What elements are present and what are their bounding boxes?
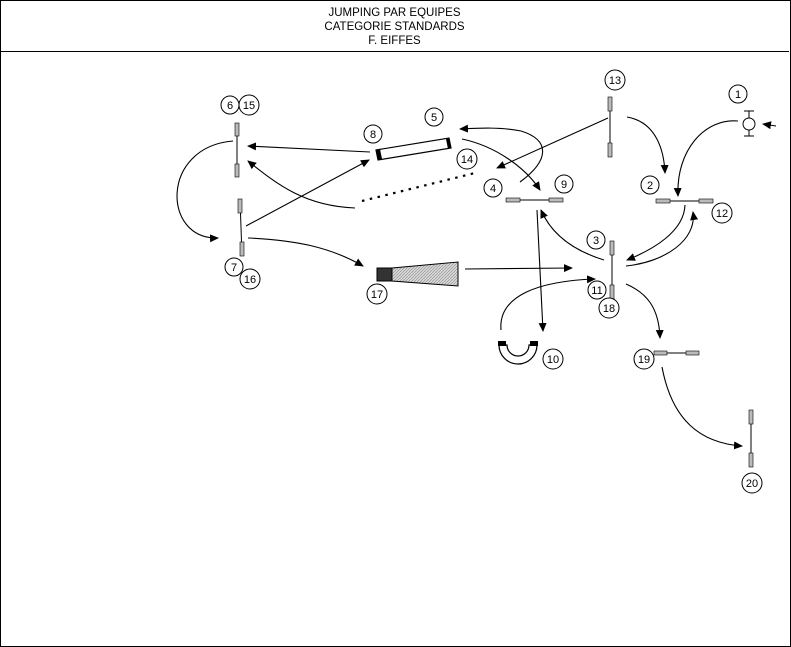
path-arrow <box>625 211 699 267</box>
path-arrow <box>459 124 544 183</box>
svg-text:10: 10 <box>547 354 559 366</box>
obstacle-20-fence <box>748 409 754 468</box>
number-label-10: 10 <box>542 348 564 370</box>
obstacle-1-start <box>742 110 756 137</box>
number-label-6: 6 <box>220 95 240 115</box>
svg-text:11: 11 <box>591 285 602 297</box>
number-label-15: 15 <box>238 94 260 116</box>
svg-text:19: 19 <box>638 354 650 366</box>
path-arrow <box>540 209 605 261</box>
number-label-20: 20 <box>741 472 763 494</box>
number-label-5: 5 <box>424 107 444 127</box>
number-label-4: 4 <box>483 178 503 198</box>
svg-text:17: 17 <box>371 289 383 301</box>
obstacle-17-tunnel <box>376 261 459 287</box>
path-arrow <box>626 116 669 174</box>
obstacle-10-curve <box>498 341 538 365</box>
svg-text:6: 6 <box>227 100 233 112</box>
header-judge: F. EIFFES <box>368 35 421 47</box>
path-arrow <box>625 283 664 339</box>
path-arrow <box>762 121 777 130</box>
number-label-3: 3 <box>586 230 606 250</box>
path-arrow <box>247 237 364 267</box>
obstacle-6-15-fence <box>234 122 240 178</box>
svg-text:7: 7 <box>231 262 237 274</box>
course-header: JUMPING PAR EQUIPES CATEGORIE STANDARDS … <box>0 0 789 52</box>
svg-text:9: 9 <box>561 179 567 191</box>
obstacle-3-11-18-fence <box>609 240 615 300</box>
obstacle-4-9-fence <box>505 197 564 203</box>
svg-text:2: 2 <box>647 180 653 192</box>
obstacle-7-16-fence <box>237 198 245 257</box>
path-arrow <box>247 160 356 209</box>
obstacle-13-fence <box>607 96 613 158</box>
svg-text:15: 15 <box>243 100 255 112</box>
svg-text:20: 20 <box>746 478 758 490</box>
svg-text:3: 3 <box>593 235 599 247</box>
obstacle-2-12-fence <box>655 198 714 204</box>
path-arrow <box>536 209 547 332</box>
path-arrow <box>626 204 686 261</box>
header-category: CATEGORIE STANDARDS <box>324 21 465 33</box>
svg-text:16: 16 <box>244 274 256 286</box>
svg-text:13: 13 <box>609 75 621 87</box>
svg-text:1: 1 <box>735 89 741 101</box>
number-label-2: 2 <box>640 175 660 195</box>
svg-text:5: 5 <box>431 112 437 124</box>
number-label-12: 12 <box>711 202 733 224</box>
svg-text:14: 14 <box>461 154 473 166</box>
number-label-13: 13 <box>604 69 626 91</box>
obstacle-19-fence <box>653 350 700 356</box>
svg-text:8: 8 <box>370 129 376 141</box>
svg-text:4: 4 <box>490 183 496 195</box>
number-label-16: 16 <box>239 268 261 290</box>
path-arrow <box>464 264 573 273</box>
number-label-11: 11 <box>587 280 607 300</box>
path-arrow <box>496 117 609 169</box>
path-arrow <box>176 140 234 243</box>
path-arrow <box>245 159 370 227</box>
number-label-1: 1 <box>728 84 748 104</box>
path-arrow <box>461 138 541 191</box>
number-label-8: 8 <box>363 124 383 144</box>
svg-text:18: 18 <box>603 303 615 315</box>
number-label-17: 17 <box>366 283 388 305</box>
obstacle-14-dotted-line <box>361 171 476 203</box>
number-label-19: 19 <box>633 348 655 370</box>
obstacle-8-log <box>375 137 452 161</box>
number-label-9: 9 <box>554 174 574 194</box>
path-arrow <box>500 275 596 331</box>
path-arrow <box>673 120 739 197</box>
number-label-18: 18 <box>598 297 620 319</box>
number-label-7: 7 <box>224 257 244 277</box>
path-arrow <box>661 366 743 450</box>
header-title: JUMPING PAR EQUIPES <box>328 7 461 19</box>
svg-text:12: 12 <box>716 208 728 220</box>
path-arrow <box>247 142 371 153</box>
number-label-14: 14 <box>456 148 478 170</box>
